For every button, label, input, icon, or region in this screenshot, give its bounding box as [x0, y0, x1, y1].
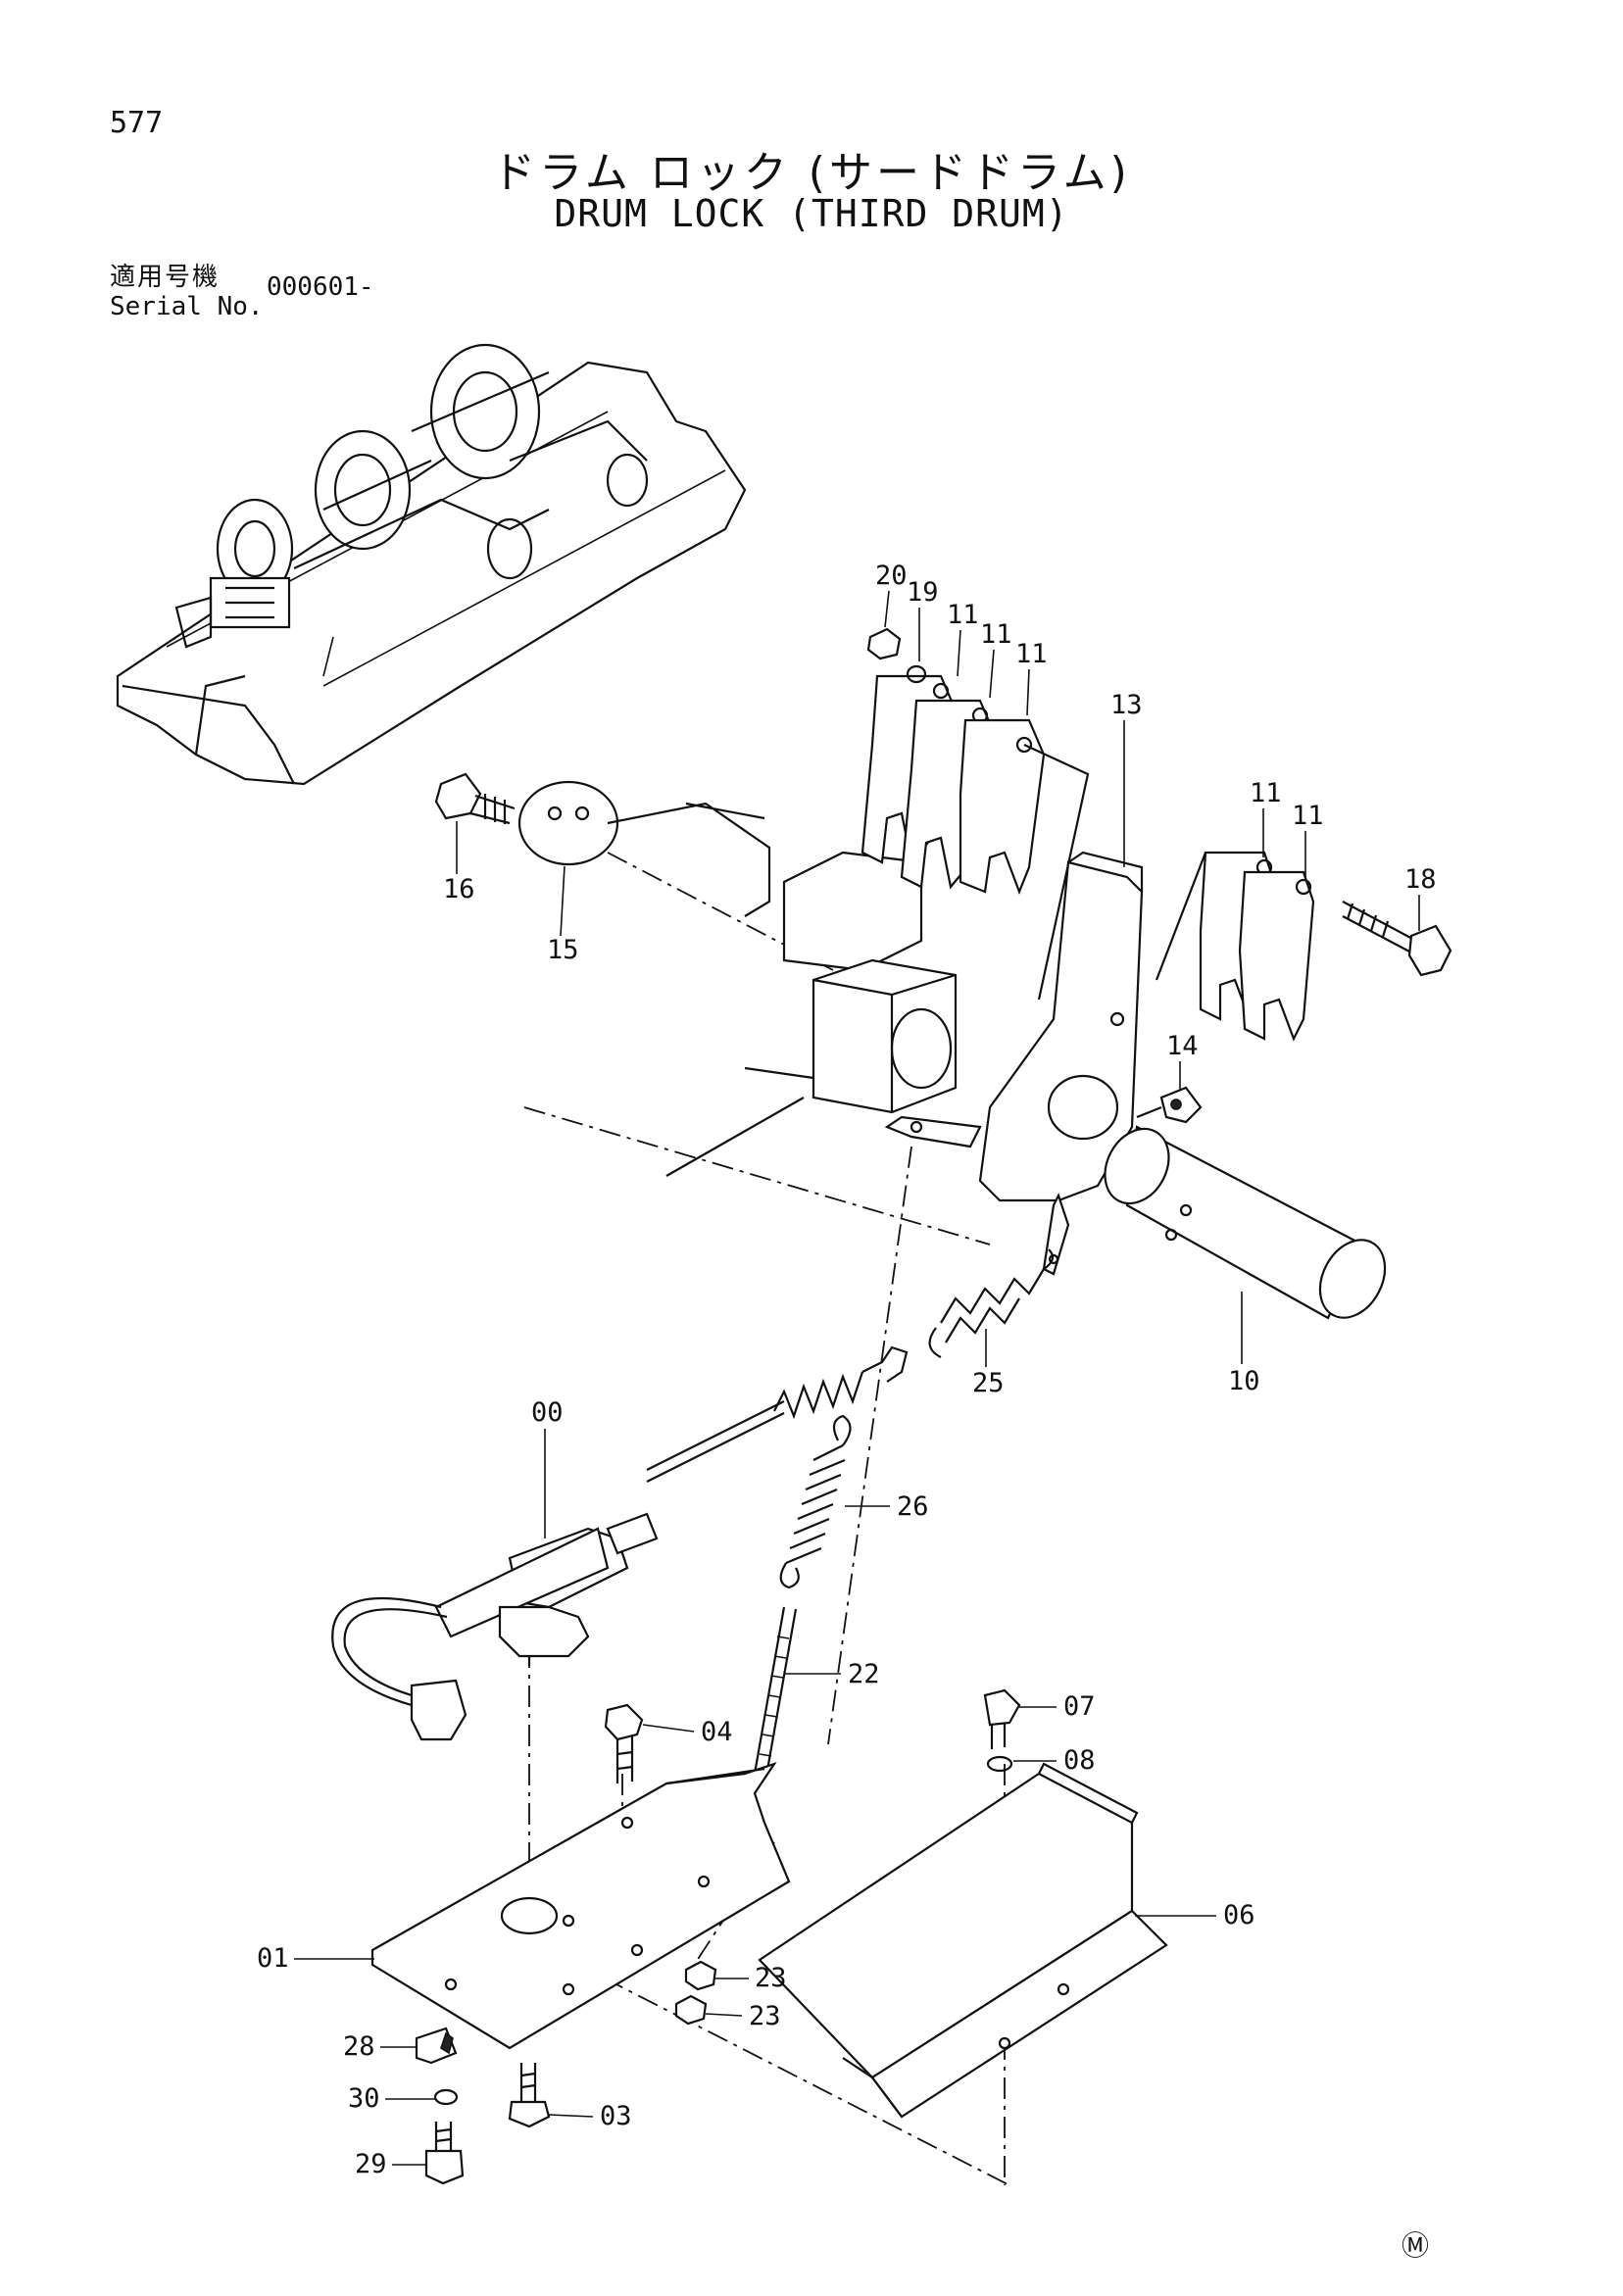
callout-11: 11 — [1015, 639, 1048, 669]
part-07-bolt — [983, 1688, 1021, 1749]
part-29-bolt — [424, 2122, 465, 2185]
callout-11: 11 — [980, 619, 1012, 650]
part-06-cover — [758, 1762, 1168, 2119]
part-00-cable-actuator — [331, 1345, 909, 1741]
callout-13: 13 — [1110, 690, 1143, 720]
serial-number-value: 000601- — [267, 272, 374, 302]
callout-11: 11 — [947, 600, 979, 630]
callout-26: 26 — [897, 1491, 929, 1522]
callout-14: 14 — [1166, 1031, 1199, 1061]
part-30-washer — [433, 2088, 459, 2106]
part-22-threaded-rod — [753, 1606, 798, 1777]
overview-machine-drawing — [116, 343, 747, 786]
callout-07: 07 — [1063, 1691, 1096, 1722]
part-10-pin — [1104, 1125, 1387, 1320]
callout-18: 18 — [1404, 864, 1437, 895]
part-01-base-plate — [370, 1761, 791, 2050]
part-13-lock-arm — [884, 851, 1144, 1276]
housing-block — [607, 802, 958, 1177]
serial-label-japanese: 適用号機 — [110, 263, 221, 292]
part-04-bolt — [604, 1703, 644, 1783]
callout-15: 15 — [547, 935, 579, 965]
callout-19: 19 — [907, 577, 939, 608]
callout-16: 16 — [443, 874, 475, 904]
callout-23: 23 — [749, 2001, 781, 2031]
callout-11: 11 — [1292, 801, 1324, 831]
part-11-plates-right — [1155, 851, 1315, 1042]
callout-08: 08 — [1063, 1745, 1096, 1776]
callout-03: 03 — [600, 2101, 632, 2131]
part-23-nuts — [674, 1960, 717, 2026]
callout-22: 22 — [848, 1659, 880, 1689]
part-18-bolt — [1342, 901, 1452, 977]
page-title-english: DRUM LOCK (THIRD DRUM) — [554, 192, 1069, 235]
part-14-grease-fitting — [1136, 1086, 1203, 1124]
part-15-plate — [517, 780, 619, 866]
serial-label-english: Serial No. — [110, 292, 264, 321]
part-16-bolt — [434, 772, 516, 825]
callout-29: 29 — [355, 2149, 387, 2179]
page-title-japanese: ドラム ロック (サードドラム) — [492, 148, 1131, 198]
part-26-spring — [779, 1414, 852, 1589]
part-28-clip — [415, 2027, 458, 2065]
page-number: 577 — [110, 106, 164, 140]
callout-labels: 20 19 11 11 11 13 11 11 18 16 15 14 10 2… — [257, 561, 1437, 2179]
callout-11: 11 — [1250, 778, 1282, 808]
callout-20: 20 — [875, 561, 908, 591]
callout-25: 25 — [972, 1368, 1005, 1398]
callout-00: 00 — [531, 1397, 564, 1428]
callout-23: 23 — [755, 1963, 787, 1993]
manufacturer-mark: Ⓜ — [1402, 2229, 1430, 2262]
callout-30: 30 — [348, 2083, 380, 2114]
callout-06: 06 — [1223, 1900, 1255, 1930]
callout-01: 01 — [257, 1943, 289, 1974]
part-03-bolt — [508, 2063, 551, 2128]
callout-04: 04 — [701, 1717, 733, 1747]
part-11-plates-left — [861, 674, 1090, 1001]
callout-28: 28 — [343, 2031, 375, 2062]
part-25-spring — [928, 1248, 1055, 1358]
callout-10: 10 — [1228, 1366, 1260, 1396]
part-08-washer — [986, 1755, 1013, 1773]
